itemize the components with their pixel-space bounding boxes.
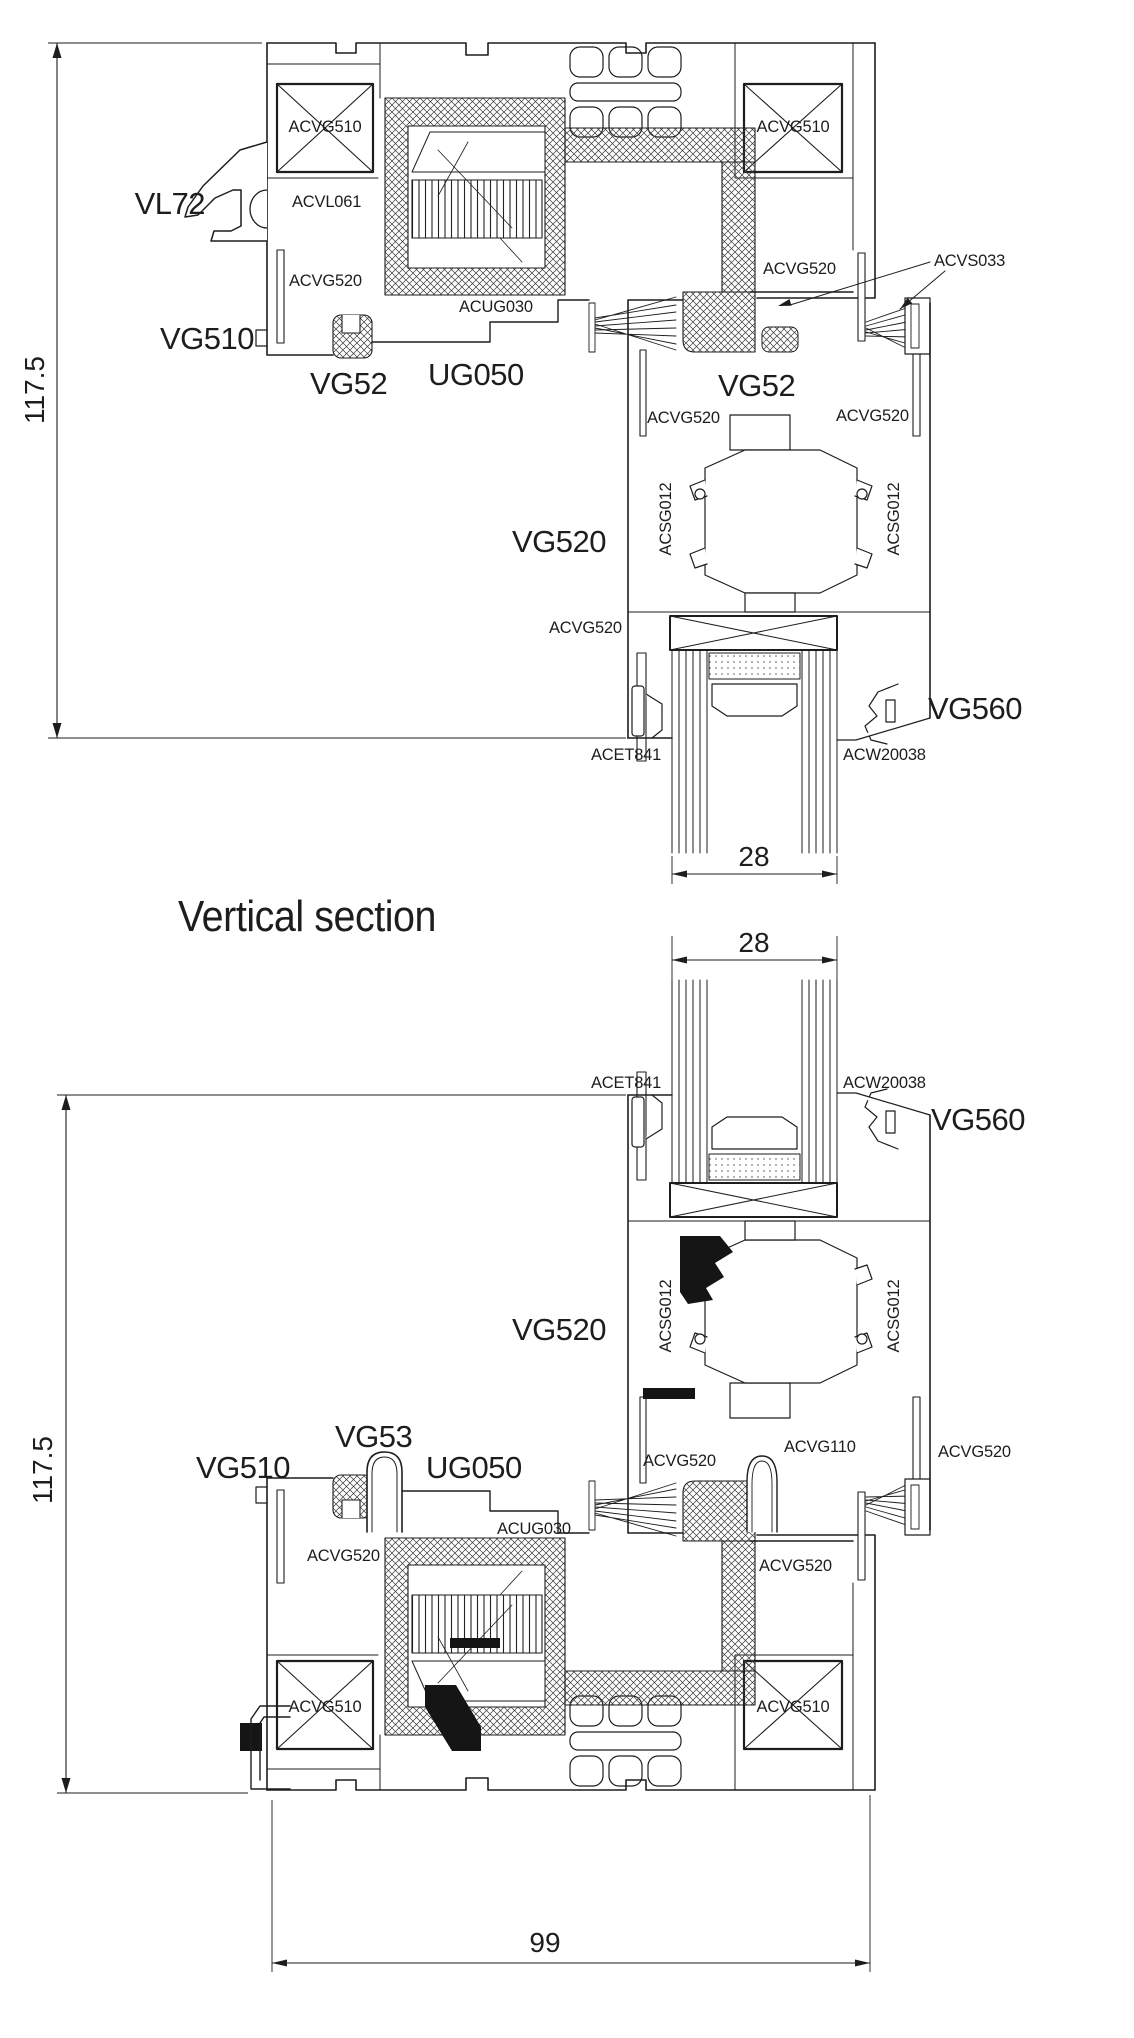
label-acvg510-right: ACVG510 xyxy=(757,118,830,136)
glass-spacer-dotted xyxy=(708,652,801,680)
vg53-knob xyxy=(366,1451,403,1533)
frame-inner-lines xyxy=(266,42,854,251)
brush-seals xyxy=(588,296,931,355)
label-acw20038-b: ACW20038 xyxy=(843,1074,926,1092)
label-ug050: UG050 xyxy=(428,357,524,392)
label-acvg520-b-left: ACVG520 xyxy=(643,1452,716,1470)
frame-top-edge xyxy=(266,42,876,56)
dim-glazing-top: 28 xyxy=(738,841,769,872)
label-acvg520-right-top: ACVG520 xyxy=(763,260,836,278)
hatched-gasket-small xyxy=(761,326,799,353)
label-vg52-right: VG52 xyxy=(718,368,795,403)
label-acvg520-b-right: ACVG520 xyxy=(938,1443,1011,1461)
label-vg560-b: VG560 xyxy=(931,1102,1025,1137)
sash-break-lines xyxy=(437,141,523,263)
label-acvg110: ACVG110 xyxy=(784,1438,856,1456)
labels-bottom-figure: ACET841 ACW20038 VG560 VG520 ACSG012 ACS… xyxy=(196,1074,1026,1716)
label-acsg012-bottom-right: ACSG012 xyxy=(885,1280,903,1353)
label-acet841-b: ACET841 xyxy=(591,1074,661,1092)
acvg110-gasket-inner xyxy=(751,1460,773,1533)
black-bar xyxy=(450,1638,500,1648)
label-acvg520-left-top: ACVG520 xyxy=(289,272,362,290)
label-vg53: VG53 xyxy=(335,1419,412,1454)
dim-width-bottom: 99 xyxy=(529,1927,560,1958)
label-vg520: VG520 xyxy=(512,524,606,559)
label-acvs033: ACVS033 xyxy=(934,252,1005,270)
mullion-interlock xyxy=(689,414,873,613)
label-vg52-left: VG52 xyxy=(310,366,387,401)
drawing-title: Vertical section xyxy=(178,892,436,941)
acvl061-gasket-bulb xyxy=(249,189,268,229)
insulated-sash-hatch xyxy=(332,97,756,359)
label-acvg510-b-center: ACVG510 xyxy=(757,1698,830,1716)
label-acvg520-mid-right: ACVG520 xyxy=(836,407,909,425)
profile-geometry-top xyxy=(255,42,931,854)
leader-arrowhead xyxy=(778,299,792,306)
glass-spacer-box xyxy=(711,683,798,717)
mullion-edges xyxy=(627,291,931,739)
label-acug030: ACUG030 xyxy=(459,298,533,316)
dimensions-bottom xyxy=(57,936,871,1972)
black-bar xyxy=(643,1388,695,1399)
label-acw20038: ACW20038 xyxy=(843,746,926,764)
profile-geometry-bottom xyxy=(254,978,932,1792)
frame-foot-notch xyxy=(255,329,268,347)
crossed-box-support xyxy=(669,615,838,651)
label-acvg520-b-far-left: ACVG520 xyxy=(307,1547,380,1565)
crossed-box-acvg510-right xyxy=(742,82,844,174)
sill-flashing xyxy=(250,1705,291,1790)
label-acvg510-b-left: ACVG510 xyxy=(289,1698,362,1716)
glass-panes xyxy=(671,649,838,854)
bottom-figure-extras xyxy=(240,1236,778,1790)
label-vg560: VG560 xyxy=(928,691,1022,726)
label-acsg012-left: ACSG012 xyxy=(657,483,675,556)
label-acsg012-bottom-left: ACSG012 xyxy=(657,1280,675,1353)
label-acug030-b: ACUG030 xyxy=(497,1520,571,1538)
label-acsg012-right: ACSG012 xyxy=(885,483,903,556)
label-vg510: VG510 xyxy=(160,321,254,356)
label-acvg510-left: ACVG510 xyxy=(289,118,362,136)
black-wedge xyxy=(425,1685,481,1751)
label-acvg520-mid-left: ACVG520 xyxy=(647,409,720,427)
label-acet841: ACET841 xyxy=(591,746,661,764)
honeycomb-chambers xyxy=(569,46,682,138)
dim-glazing-bottom: 28 xyxy=(738,927,769,958)
label-acvg520-b-mid: ACVG520 xyxy=(759,1557,832,1575)
acvg110-gasket xyxy=(746,1455,778,1533)
label-vg510-b: VG510 xyxy=(196,1450,290,1485)
dim-height-bottom: 117.5 xyxy=(27,1436,58,1504)
sash-glazing-stripes xyxy=(411,179,543,239)
vg53-knob-inner xyxy=(371,1456,398,1533)
sash-glazing-trapezoid xyxy=(411,131,546,173)
end-clips xyxy=(631,683,931,745)
label-ug050-b: UG050 xyxy=(426,1450,522,1485)
label-vg520-b: VG520 xyxy=(512,1312,606,1347)
dim-height-top: 117.5 xyxy=(19,356,50,424)
sash-bottom-step xyxy=(371,299,590,343)
top-figure-extras xyxy=(184,141,946,353)
label-acvl061: ACVL061 xyxy=(292,193,361,211)
label-acvg520-low: ACVG520 xyxy=(549,619,622,637)
crossed-box-acvg510-left xyxy=(275,82,375,174)
frame-right-edge xyxy=(756,42,876,299)
label-vl72: VL72 xyxy=(135,186,205,221)
dimensions-top xyxy=(48,42,838,884)
vl72-flashing xyxy=(184,141,268,242)
labels-top-figure: VL72 ACVG510 ACVL061 ACVG520 VG510 VG52 … xyxy=(135,118,1023,764)
leader-arrowhead xyxy=(900,297,913,309)
black-gasket-blob xyxy=(680,1236,733,1304)
